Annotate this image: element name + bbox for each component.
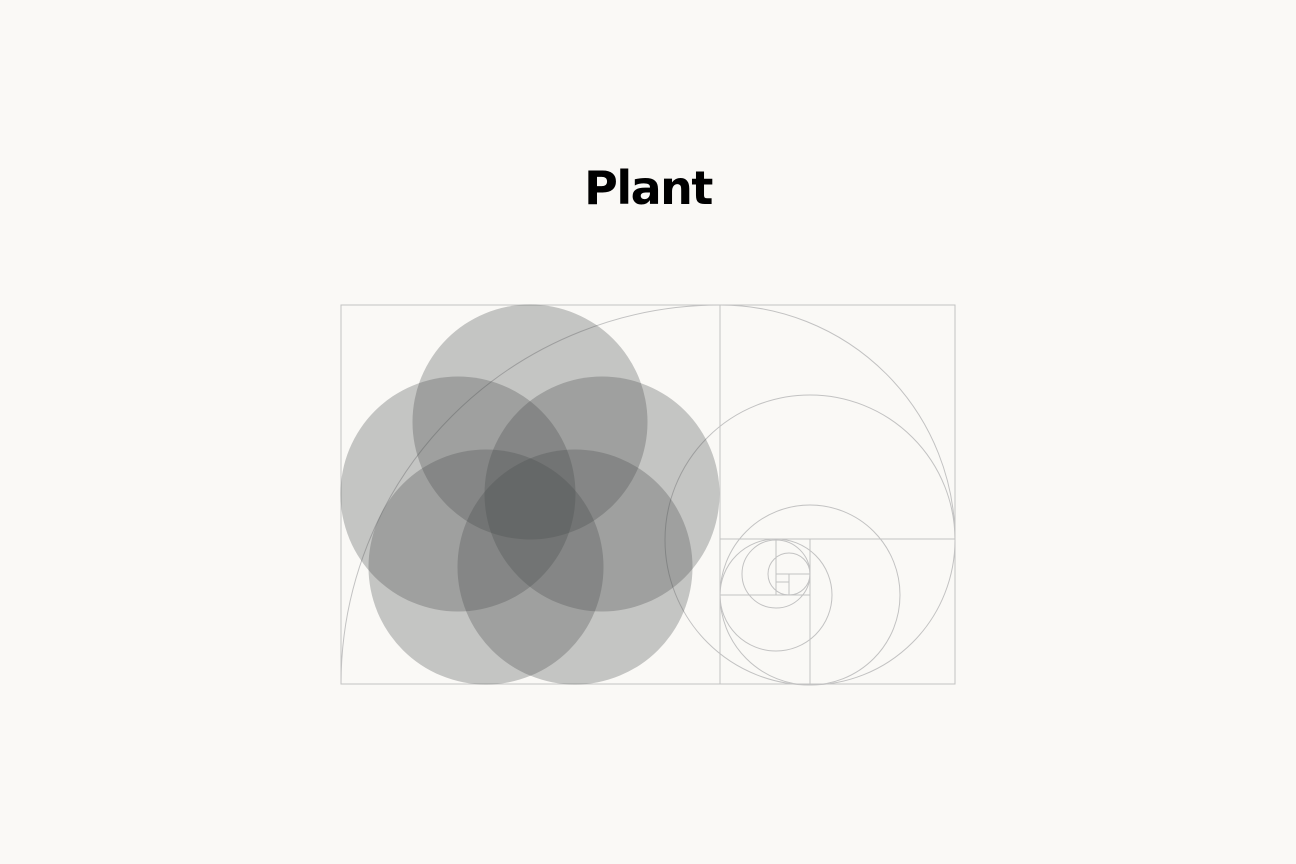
outer-golden-rectangle (340, 304, 956, 685)
guide-circle (767, 552, 811, 596)
page-title: Plant (584, 161, 713, 215)
petal (484, 376, 720, 612)
golden-ratio-guide-grid (340, 304, 956, 686)
petal (457, 449, 693, 685)
spiral-arc (719, 304, 956, 541)
petal (368, 449, 604, 685)
petal (340, 376, 576, 612)
plant-petals (340, 304, 720, 685)
petal (412, 304, 648, 540)
spiral-arc (340, 304, 721, 685)
guide-circle (719, 538, 833, 652)
